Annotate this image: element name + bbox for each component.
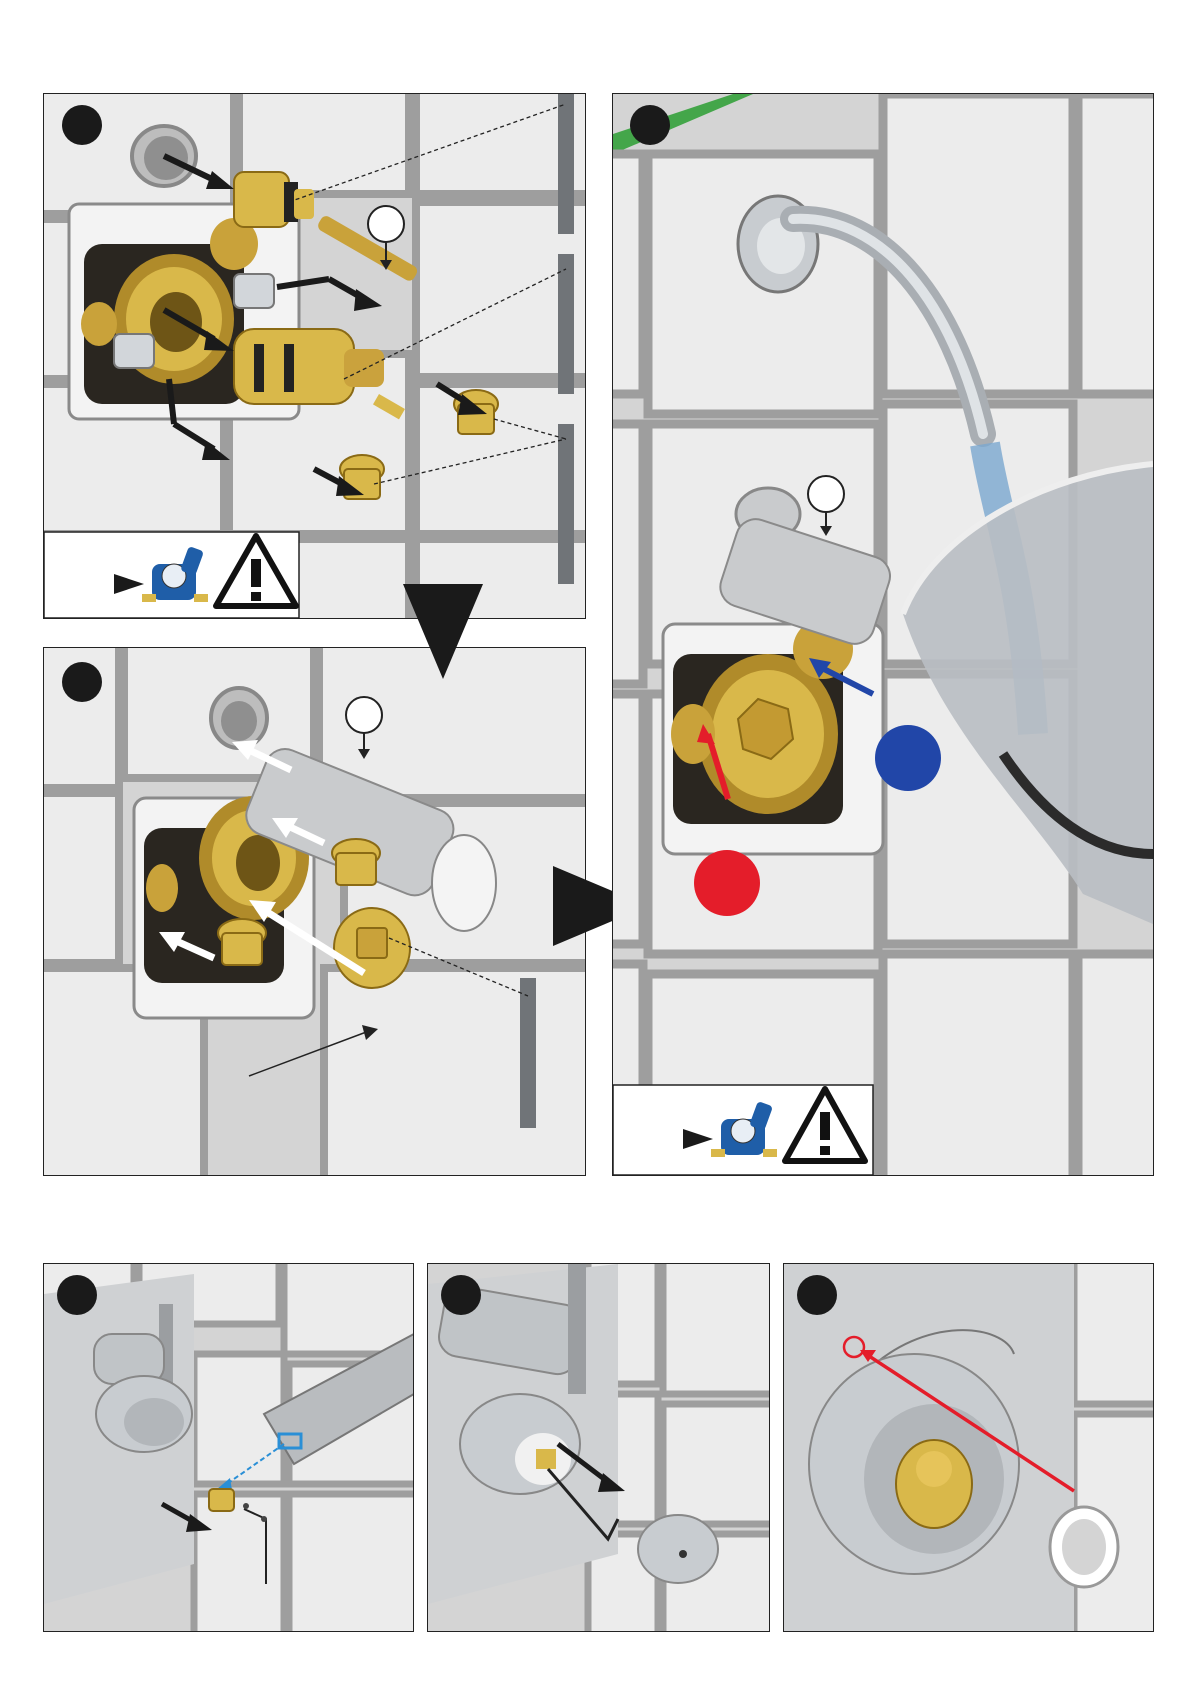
panel-step-6	[783, 1263, 1154, 1632]
panel-step-3	[612, 93, 1154, 1176]
cold-water-marker	[875, 725, 941, 791]
next-step-arrow-down	[403, 584, 483, 679]
hot-water-marker	[694, 850, 760, 916]
step-number-3	[630, 105, 670, 145]
step-number-4	[57, 1275, 97, 1315]
panel-4-illustration	[44, 1264, 413, 1631]
panel-6-illustration	[784, 1264, 1153, 1631]
panel-5-illustration	[428, 1264, 769, 1631]
panel-step-5	[427, 1263, 770, 1632]
panel-1-illustration	[44, 94, 585, 618]
panel-step-1	[43, 93, 586, 619]
panel-step-4	[43, 1263, 414, 1632]
step-number-2	[62, 662, 102, 702]
panel-3-illustration	[613, 94, 1153, 1175]
panel-step-2	[43, 647, 586, 1176]
step-number-6	[797, 1275, 837, 1315]
step-number-5	[441, 1275, 481, 1315]
step-number-1	[62, 105, 102, 145]
panel-2-illustration	[44, 648, 585, 1175]
